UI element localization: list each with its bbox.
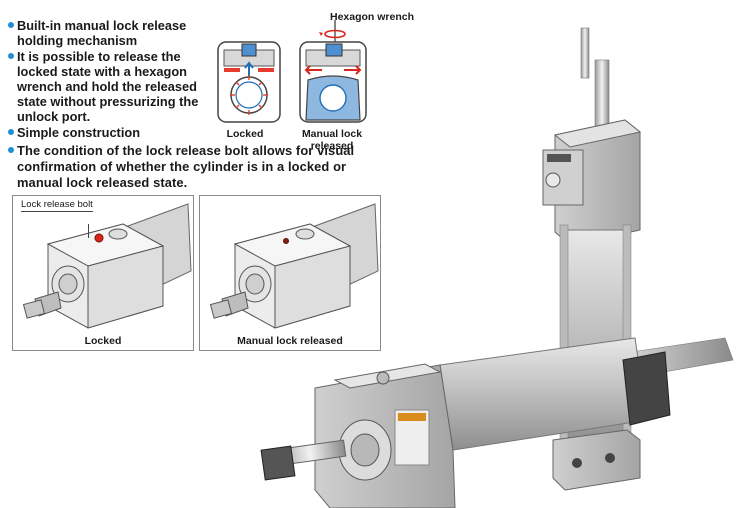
bolt-leader-line bbox=[88, 224, 89, 238]
panel-caption-locked: Locked bbox=[84, 335, 122, 347]
visual-confirmation-note: The condition of the lock release bolt a… bbox=[8, 143, 380, 192]
note-item: The condition of the lock release bolt a… bbox=[8, 143, 380, 191]
released-section-icon bbox=[299, 41, 367, 123]
bullet-dot-icon bbox=[8, 22, 14, 28]
hexagon-wrench-label: Hexagon wrench bbox=[330, 11, 415, 23]
panel-caption-released: Manual lock released bbox=[237, 335, 343, 347]
horizontal-cylinder-icon bbox=[260, 337, 734, 508]
feature-item: Simple construction bbox=[8, 125, 208, 140]
lock-release-bolt-label: Lock release bolt bbox=[21, 199, 93, 212]
feature-item: It is possible to release the locked sta… bbox=[8, 49, 208, 124]
diagram-caption-released: Manual lock released bbox=[301, 128, 363, 152]
vertical-cylinder-icon bbox=[542, 27, 642, 491]
lock-cross-section-diagram bbox=[217, 20, 367, 123]
feature-item: Built-in manual lock release holding mec… bbox=[8, 18, 208, 48]
released-photo-panel: Manual lock released bbox=[199, 195, 381, 351]
cylinder-head-released-icon bbox=[209, 203, 379, 329]
feature-list: Built-in manual lock release holding mec… bbox=[8, 18, 208, 141]
locked-photo-panel: Lock release bolt Locked bbox=[12, 195, 194, 351]
bullet-dot-icon bbox=[8, 147, 14, 153]
diagram-caption-locked: Locked bbox=[226, 128, 264, 140]
cylinder-head-locked-icon bbox=[22, 203, 192, 329]
bullet-dot-icon bbox=[8, 53, 14, 59]
cylinder-product-image bbox=[260, 27, 734, 508]
bullet-dot-icon bbox=[8, 129, 14, 135]
locked-section-icon bbox=[217, 41, 281, 123]
